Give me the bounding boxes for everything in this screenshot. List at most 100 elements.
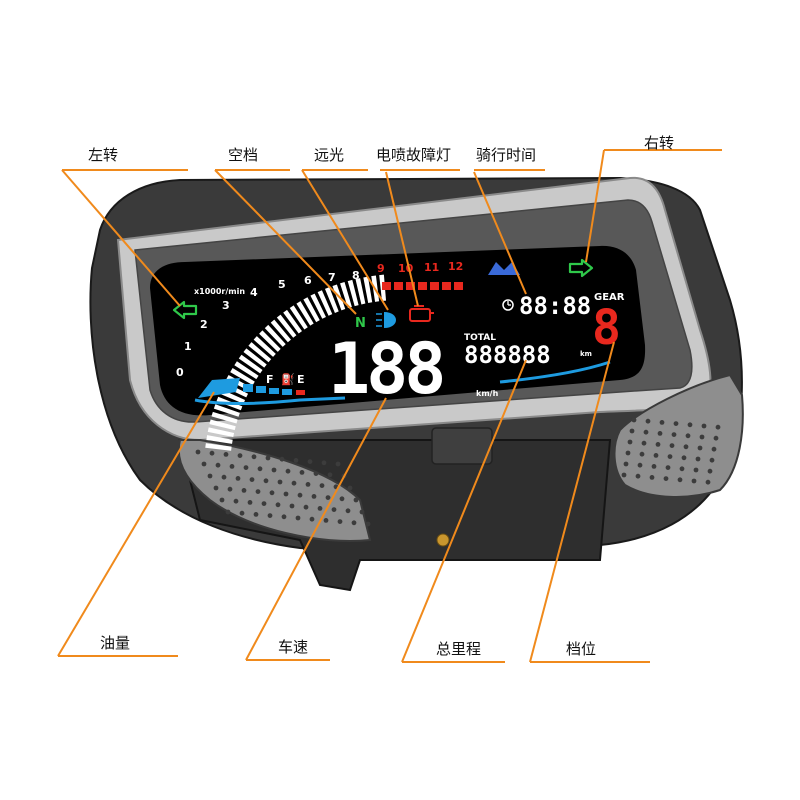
rpm-bar-segment [310, 293, 326, 319]
grille-hole [695, 456, 701, 462]
rpm-bar-segment [211, 411, 238, 424]
grille-hole [285, 468, 291, 474]
grille-hole [645, 418, 651, 424]
grille-hole [335, 461, 341, 467]
grille-hole [707, 468, 713, 474]
odometer-readout: 888888 [464, 341, 551, 369]
grille-hole [255, 489, 261, 494]
grille-hole [625, 450, 631, 456]
grille-hole [629, 428, 635, 434]
grille-hole [263, 478, 269, 484]
callout-efi-fault: 电喷故障灯 [376, 146, 451, 164]
grille-hole [265, 455, 271, 461]
callout-speed: 车速 [278, 638, 308, 656]
odometer-unit: km [580, 350, 592, 358]
grille-hole [359, 509, 365, 515]
grille-hole [631, 417, 637, 423]
grille-hole [685, 433, 691, 439]
grille-hole [215, 462, 221, 468]
rpm-bar-segment [270, 319, 291, 343]
grille-hole [637, 462, 643, 468]
grille-hole [235, 476, 241, 481]
fuel-pump-icon: ⛽ [281, 373, 295, 386]
grille-hole [653, 453, 659, 458]
grille-hole [229, 464, 235, 469]
grille-hole [339, 496, 345, 502]
screw [436, 533, 450, 547]
rpm-bar-segment [363, 276, 373, 303]
rpm-redline-segment [442, 282, 451, 290]
fuel-full-label: F [266, 373, 274, 386]
callout-neutral: 空档 [228, 146, 258, 164]
grille-hole [681, 455, 687, 461]
grille-hole [671, 432, 677, 437]
rpm-redline-segment [394, 282, 403, 290]
rpm-bar-segment [234, 361, 259, 380]
callout-gear: 档位 [566, 640, 596, 658]
grille-hole [635, 473, 641, 479]
grille-hole [623, 461, 629, 467]
callout-right-turn: 右转 [644, 134, 674, 152]
rpm-bar-segment [317, 290, 333, 316]
grille-hole [327, 472, 333, 478]
gear-label: GEAR [594, 292, 625, 303]
grille-hole [325, 495, 331, 500]
grille-hole [233, 498, 239, 504]
clock-icon [502, 299, 514, 311]
grille-hole [323, 518, 329, 523]
rpm-bar-segment [303, 297, 320, 323]
rpm-bar-segment [238, 354, 263, 374]
rpm-bar-segment [283, 309, 302, 334]
rpm-redline-segment [382, 282, 391, 290]
housing-tab [431, 427, 493, 465]
grille-hole [319, 483, 325, 488]
grille-hole [283, 491, 289, 497]
rpm-bar-segment [264, 324, 286, 347]
rpm-bar-segment [253, 336, 276, 357]
rpm-redline-segment [454, 282, 463, 290]
grille-hole [267, 513, 273, 518]
rpm-bar-segment [243, 348, 267, 368]
grille-hole [697, 445, 703, 451]
fuel-gauge: F ⛽ E [198, 373, 305, 398]
rpm-bar-segment [324, 287, 339, 313]
gear-readout: 8 [592, 300, 621, 356]
grille-hole [659, 420, 665, 425]
rpm-bar-segment [248, 342, 272, 363]
grille-hole [641, 440, 647, 446]
grille-hole [269, 490, 275, 496]
grille-hole [279, 456, 285, 462]
grille-hole [351, 520, 357, 526]
grille-hole [275, 502, 281, 508]
grille-hole [337, 519, 343, 524]
grille-hole [317, 506, 323, 511]
grille-hole [677, 477, 683, 483]
rpm-bar-segment [347, 279, 359, 307]
rpm-bar-segment [207, 427, 235, 437]
rpm-bar-segment [209, 419, 236, 431]
rpm-redline-segment [406, 282, 415, 290]
grille-hole [711, 446, 717, 452]
grille-hole [679, 466, 685, 472]
grille-hole [665, 465, 671, 470]
rpm-tick-7: 7 [328, 271, 336, 284]
rpm-tick-0: 0 [176, 366, 184, 379]
grille-hole [365, 521, 371, 527]
grille-hole [691, 478, 697, 484]
rpm-bar-segment [206, 435, 233, 444]
grille-hole [221, 474, 227, 480]
grille-hole [673, 421, 679, 426]
grille-hole [201, 461, 207, 467]
grille-hole [253, 512, 259, 517]
total-label: TOTAL [464, 333, 496, 343]
grille-hole [241, 488, 247, 493]
grille-hole [261, 501, 267, 506]
grille-hole [277, 479, 283, 485]
rpm-bar-segment [289, 305, 308, 330]
rpm-bar-segment [296, 301, 314, 326]
rpm-bar-segment [213, 404, 240, 417]
grille-hole [271, 467, 277, 473]
grille-hole [705, 479, 711, 485]
grille-hole [295, 515, 301, 521]
grille-hole [663, 476, 669, 481]
